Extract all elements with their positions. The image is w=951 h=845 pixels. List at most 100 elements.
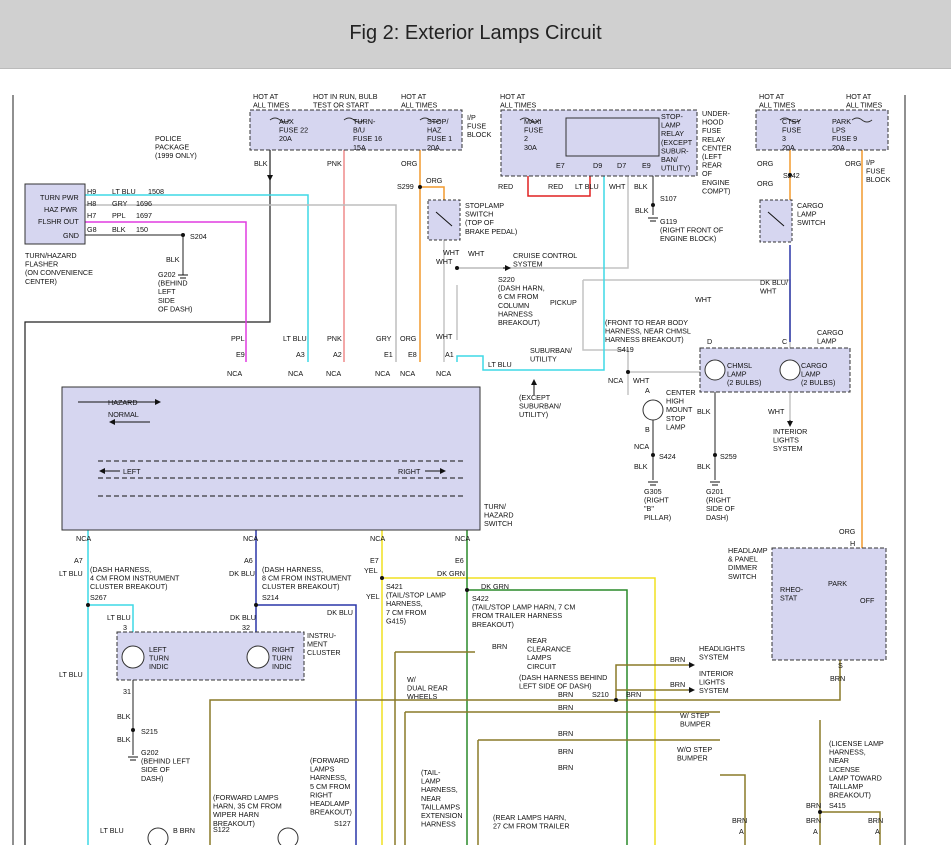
label-pin-a-2: A [813, 827, 818, 836]
label-pin-a-3: A [875, 827, 880, 836]
label-blk-cargo: BLK [697, 407, 711, 416]
wire-dkblu-right [256, 604, 357, 845]
bottom-bulb-2 [277, 827, 299, 845]
wire-ppl-h7 [85, 221, 247, 362]
label-s419: S419 [617, 345, 634, 354]
fuse-symbol-aux [269, 117, 291, 123]
note-park: PARK [828, 579, 847, 588]
flasher-pin-turn-pwr: TURN PWR [40, 193, 79, 202]
fuse-symbol-park [851, 117, 873, 123]
nca-e9: NCA [227, 369, 242, 378]
label-brn-s: BRN [830, 674, 845, 683]
label-brn-3: BRN [558, 690, 573, 699]
nca-a1: NCA [436, 369, 451, 378]
label-wht-right: WHT [695, 295, 712, 304]
label-dkblu-right: DK BLU [327, 608, 353, 617]
label-pin-a: A [645, 386, 650, 395]
stoplamp-switch-arm [435, 211, 453, 227]
flasher-row-0-pin: H9 [87, 187, 96, 196]
underhood-fuse-center [500, 109, 698, 177]
label-brn-5: BRN [558, 703, 573, 712]
nca-e7: NCA [370, 534, 385, 543]
label-org-stop: ORG [401, 159, 418, 168]
ground-g202-top [178, 274, 188, 279]
label-org-h: ORG [839, 527, 856, 536]
wire-gry-h8 [85, 204, 397, 362]
flasher-row-2-color: PPL [112, 211, 126, 220]
label-blk-s107: BLK [635, 206, 649, 215]
chmsl-lamp-bulb [704, 359, 726, 381]
flasher-pin-gnd: GND [63, 231, 79, 240]
label-pin-c: C [782, 337, 787, 346]
ground-g202-bottom [128, 756, 138, 761]
label-brn-6: BRN [558, 729, 573, 738]
label-dkgrn-e6: DK GRN [437, 569, 465, 578]
label-blk-s424: BLK [634, 462, 648, 471]
label-ltblu-sub: LT BLU [488, 360, 512, 369]
note-pickup: PICKUP [550, 298, 577, 307]
relay-pin-e7: E7 [556, 161, 565, 170]
ground-g201 [710, 481, 720, 486]
ground-g305 [648, 481, 658, 486]
label-nca-s419: NCA [608, 376, 623, 385]
right-turn-indicator-bulb [246, 645, 270, 669]
bottom-bulb-1 [147, 827, 169, 845]
label-blk-31: BLK [117, 712, 131, 721]
pin-e7: E7 [370, 556, 379, 565]
label-pin-31: 31 [123, 687, 131, 696]
note-off: OFF [860, 596, 875, 605]
label-blk-s204: BLK [166, 255, 180, 264]
cargo-lamp-switch [759, 199, 793, 243]
wire-brn-e [820, 811, 881, 845]
label-brn-7: BRN [558, 747, 573, 756]
wire-blk-aux [24, 150, 271, 845]
flasher-pin-haz-pwr: HAZ PWR [44, 205, 77, 214]
pin-e1: E1 [384, 350, 393, 359]
nca-a3: NCA [288, 369, 303, 378]
flasher-row-0-color: LT BLU [112, 187, 136, 196]
nca-a2: NCA [326, 369, 341, 378]
label-right: RIGHT [398, 467, 421, 476]
flasher-row-2-circuit: 1697 [136, 211, 152, 220]
pin-a6: A6 [244, 556, 253, 565]
left-turn-indicator-bulb [121, 645, 145, 669]
label-pnk: PNK [327, 159, 342, 168]
cargo-switch-arm [767, 211, 785, 227]
note-suburban: SUBURBAN/UTILITY [530, 346, 572, 364]
label-red-2: RED [548, 182, 563, 191]
wire-ltblu-suburban [456, 150, 605, 371]
ip-fuse-block-right [755, 109, 889, 151]
fuse-symbol-ctsy [779, 117, 801, 123]
ip-fuse-block [249, 109, 463, 151]
pin-e8: E8 [408, 350, 417, 359]
splice-dots [86, 173, 822, 814]
relay-pin-d7: D7 [617, 161, 626, 170]
pin-e9: E9 [236, 350, 245, 359]
flasher-row-1-pin: H8 [87, 199, 96, 208]
label-s259: S259 [720, 452, 737, 461]
wire-brn-main [209, 660, 841, 845]
label-s210: S210 [592, 690, 609, 699]
